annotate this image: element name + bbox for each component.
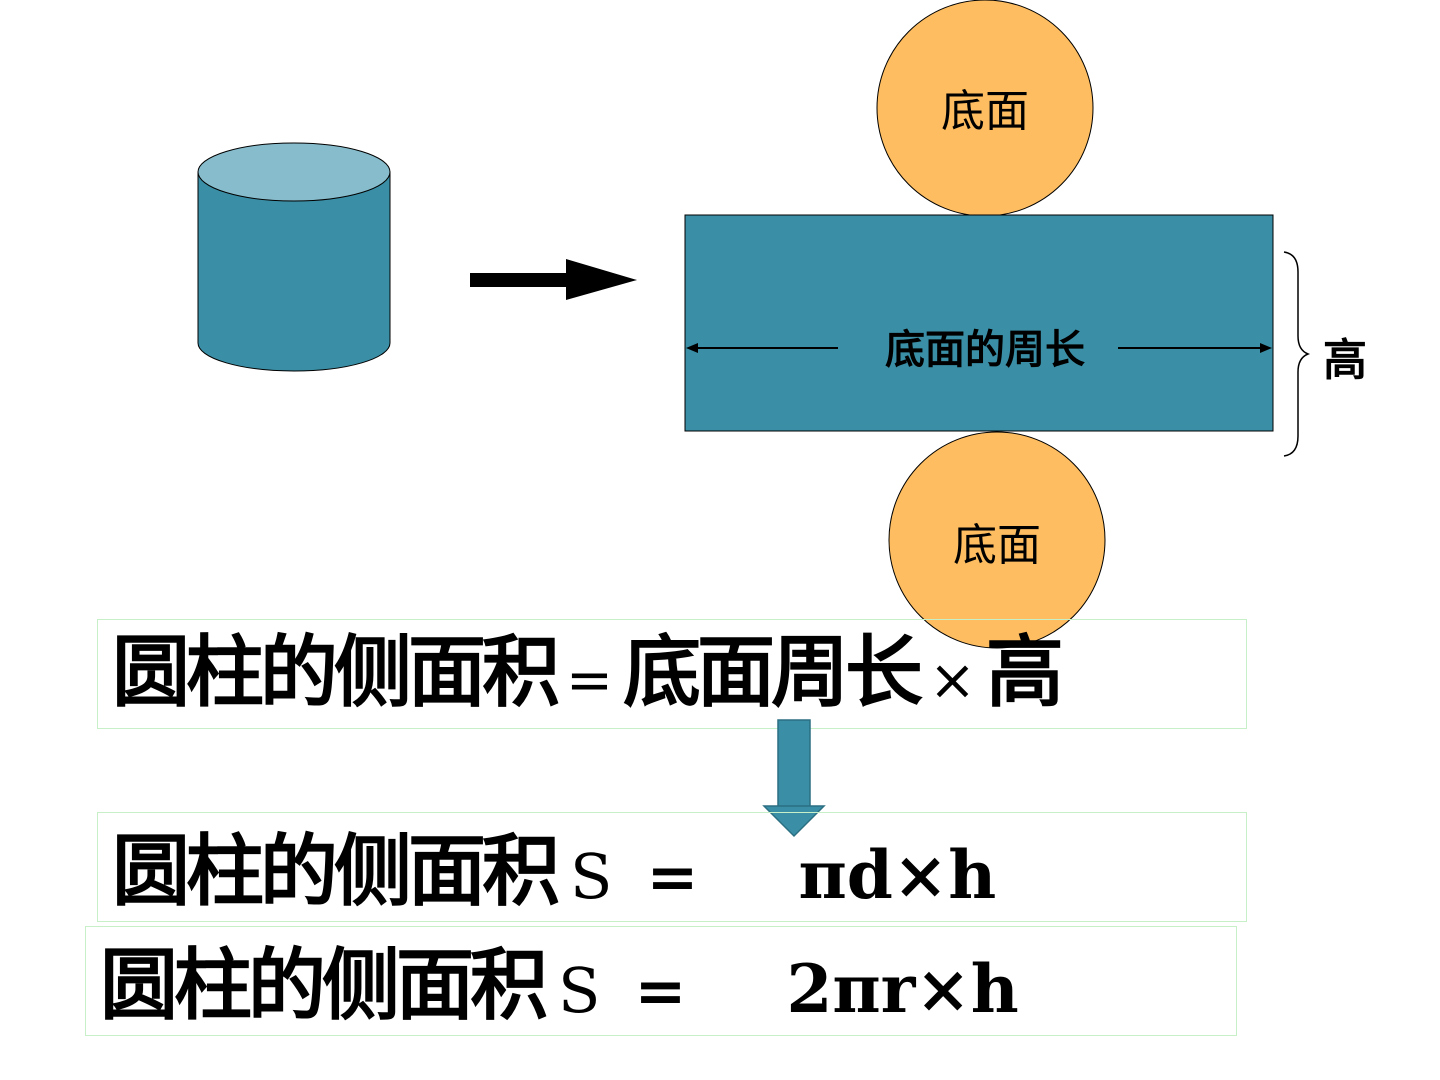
formula-radius-expr: 2πr×h: [786, 950, 1019, 1028]
circumference-label: 底面的周长: [885, 327, 1085, 373]
bottom-base-label: 底面: [953, 520, 1041, 571]
cylinder-top-face: [197, 142, 391, 202]
formula-diameter-lhs: 圆柱的侧面积: [112, 827, 560, 917]
formula-general: 圆柱的侧面积=底面周长×高: [97, 619, 1247, 729]
formula-diameter-expr: πd×h: [798, 836, 997, 914]
formula-radius-eq: =: [634, 954, 687, 1027]
down-arrow-icon: [762, 719, 826, 838]
bottom-base-circle: 底面: [888, 431, 1106, 649]
formula-diameter-eq: =: [646, 840, 699, 913]
top-base-circle: 底面: [876, 0, 1094, 217]
top-base-label: 底面: [941, 86, 1029, 137]
formula-general-eq: =: [566, 648, 613, 713]
height-brace: 高: [1283, 251, 1367, 457]
formula-general-rhs: 底面周长: [622, 628, 923, 718]
formula-general-lhs: 圆柱的侧面积: [112, 628, 560, 718]
formula-radius-lhs: 圆柱的侧面积: [100, 941, 548, 1031]
formula-radius-s: S: [558, 954, 601, 1027]
height-label: 高: [1323, 335, 1367, 386]
formula-general-times: ×: [928, 648, 976, 713]
transform-arrow: [470, 259, 637, 300]
lateral-rectangle: 底面的周长: [684, 214, 1274, 432]
formula-general-height: 高: [985, 628, 1064, 718]
cylinder-shape: [197, 142, 391, 372]
cylinder-body: [197, 171, 391, 372]
formula-diameter-s: S: [570, 840, 613, 913]
